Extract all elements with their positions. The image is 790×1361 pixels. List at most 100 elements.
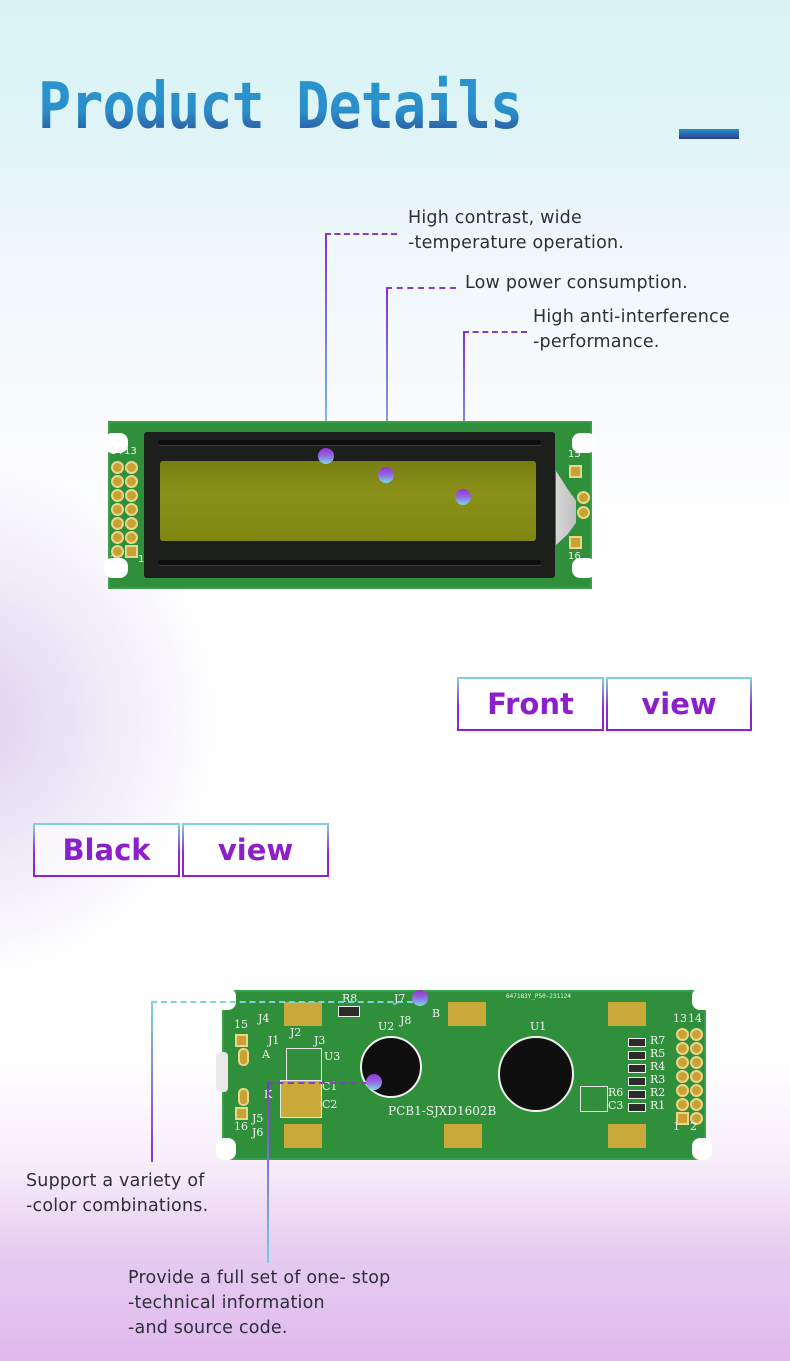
callout-source-line2: -technical information [128, 1293, 325, 1313]
page-title: Product Details [38, 70, 523, 144]
silk-j6: J6 [252, 1126, 264, 1139]
mount-hole [692, 1138, 712, 1160]
callout-dot-interference [455, 489, 471, 505]
pad-backlight [577, 506, 590, 519]
silk-batch: 647183Y_P50-231124 [506, 993, 572, 1000]
callout-dot-source [366, 1074, 382, 1090]
pin-label: 16 [568, 551, 581, 562]
callout-source: Provide a full set of one- stop -technic… [128, 1266, 390, 1341]
resistor-r8 [338, 1006, 360, 1017]
callout-interference: High anti-interference -performance. [533, 305, 730, 355]
resistor [628, 1051, 646, 1060]
silk-u3: U3 [324, 1050, 341, 1063]
backlight-tab [556, 471, 576, 545]
header-pad [111, 461, 124, 474]
lcd-module-front: 14 13 2 1 15 16 [104, 421, 596, 589]
pad-15 [569, 465, 582, 478]
pad-k [238, 1088, 249, 1106]
header-pad [690, 1112, 703, 1125]
zebra-pad [608, 1002, 646, 1026]
header-pad [676, 1098, 689, 1111]
backlight-leads [216, 1052, 228, 1092]
silk-c2: C2 [322, 1098, 338, 1111]
pin-label: 13 [124, 446, 137, 457]
leader-line-interference-v [463, 332, 465, 490]
silk-j5: J5 [252, 1112, 264, 1125]
callout-color-line1: Support a variety of [26, 1171, 205, 1191]
callout-dot-power [378, 467, 394, 483]
zebra-pad [444, 1124, 482, 1148]
callout-source-line1: Provide a full set of one- stop [128, 1268, 391, 1288]
silk-resistor-label: R4 [650, 1060, 666, 1073]
zebra-pad [284, 1002, 322, 1026]
leader-line-source-h [267, 1082, 367, 1084]
pin-label: 1 [138, 554, 145, 565]
header-pad [690, 1070, 703, 1083]
silk-resistor-label: R1 [650, 1099, 666, 1112]
pad-backlight [577, 491, 590, 504]
zebra-pad [284, 1124, 322, 1148]
silk-b: B [432, 1007, 441, 1020]
chip-u2 [360, 1036, 422, 1098]
header-pad [111, 517, 124, 530]
callout-interference-line2: -performance. [533, 332, 660, 352]
leader-line-interference-h [463, 331, 527, 333]
leader-line-contrast-h [325, 233, 397, 235]
callout-contrast-line2: -temperature operation. [408, 233, 625, 253]
cap-pads-c1-c2 [280, 1080, 322, 1118]
pad-15 [235, 1034, 248, 1047]
zebra-pad [448, 1002, 486, 1026]
header-pad [690, 1084, 703, 1097]
silk-c3: C3 [608, 1099, 624, 1112]
callout-power: Low power consumption. [465, 271, 688, 296]
silk-resistor-label: R3 [650, 1073, 666, 1086]
mount-hole [216, 1138, 236, 1160]
callout-contrast: High contrast, wide -temperature operati… [408, 206, 624, 256]
header-pad [676, 1112, 689, 1125]
resistor [628, 1103, 646, 1112]
callout-power-line1: Low power consumption. [465, 273, 688, 293]
mount-hole [216, 988, 236, 1010]
lcd-module-back: 15 16 J4 A K J5 J6 J1 J2 J3 U3 C1 C2 R8 … [216, 988, 712, 1160]
bezel-groove [158, 440, 541, 445]
silk-pin16: 16 [234, 1120, 248, 1133]
callout-contrast-line1: High contrast, wide [408, 208, 582, 228]
front-view-tag-word2: view [606, 677, 752, 731]
back-view-tag-word1: Black [33, 823, 180, 877]
r6-c3-footprint [580, 1086, 608, 1112]
silk-a: A [262, 1048, 270, 1061]
mount-hole [572, 558, 596, 578]
silk-resistor-label: R2 [650, 1086, 666, 1099]
callout-color: Support a variety of -color combinations… [26, 1169, 208, 1219]
lcd-bezel [144, 432, 555, 578]
silk-pin2: 2 [690, 1120, 697, 1133]
pin-label: 2 [110, 554, 117, 565]
header-pad [125, 531, 138, 544]
callout-interference-line1: High anti-interference [533, 307, 730, 327]
lcd-screen [160, 461, 536, 541]
header-pad [125, 517, 138, 530]
zebra-pad [608, 1124, 646, 1148]
leader-line-power-h [386, 287, 456, 289]
header-pad [125, 545, 138, 558]
silk-j4: J4 [258, 1012, 270, 1025]
title-underline-accent [679, 129, 739, 139]
header-pad [690, 1028, 703, 1041]
pad-16 [235, 1107, 248, 1120]
header-pad [676, 1042, 689, 1055]
header-pad [125, 489, 138, 502]
pad-16 [569, 536, 582, 549]
leader-line-color-v [151, 1002, 153, 1162]
mount-hole [572, 433, 596, 453]
header-pad [125, 461, 138, 474]
silk-u2: U2 [378, 1020, 395, 1033]
silk-j2: J2 [290, 1026, 302, 1039]
mount-hole [692, 988, 712, 1010]
callout-source-line3: -and source code. [128, 1318, 288, 1338]
header-pad [111, 475, 124, 488]
leader-line-source-v [267, 1083, 269, 1263]
silk-resistor-label: R7 [650, 1034, 666, 1047]
mount-hole [104, 433, 128, 453]
silk-pin14: 14 [688, 1012, 702, 1025]
resistor [628, 1064, 646, 1073]
